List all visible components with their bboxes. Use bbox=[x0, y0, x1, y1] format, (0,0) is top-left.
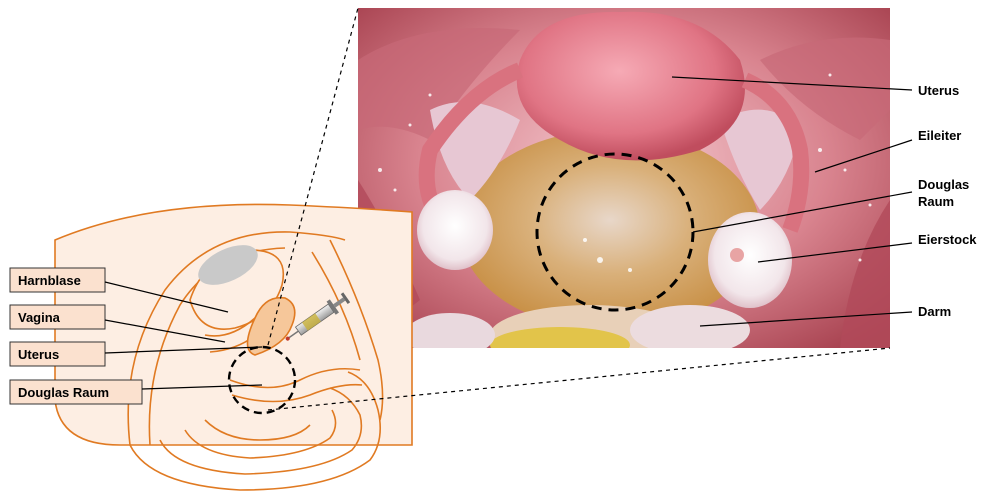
label-eileiter: Eileiter bbox=[918, 128, 961, 143]
label-eierstock: Eierstock bbox=[918, 232, 977, 247]
label-douglas-right-1: Douglas bbox=[918, 177, 969, 192]
label-douglas-right-2: Raum bbox=[918, 194, 954, 209]
pelvis-schematic bbox=[55, 204, 412, 490]
label-darm: Darm bbox=[918, 304, 951, 319]
label-douglas-left-text: Douglas Raum bbox=[18, 385, 109, 400]
label-uterus-left-text: Uterus bbox=[18, 347, 59, 362]
label-vagina-text: Vagina bbox=[18, 310, 61, 325]
label-uterus-right: Uterus bbox=[918, 83, 959, 98]
label-harnblase-text: Harnblase bbox=[18, 273, 81, 288]
laparoscopic-photo bbox=[358, 8, 890, 365]
